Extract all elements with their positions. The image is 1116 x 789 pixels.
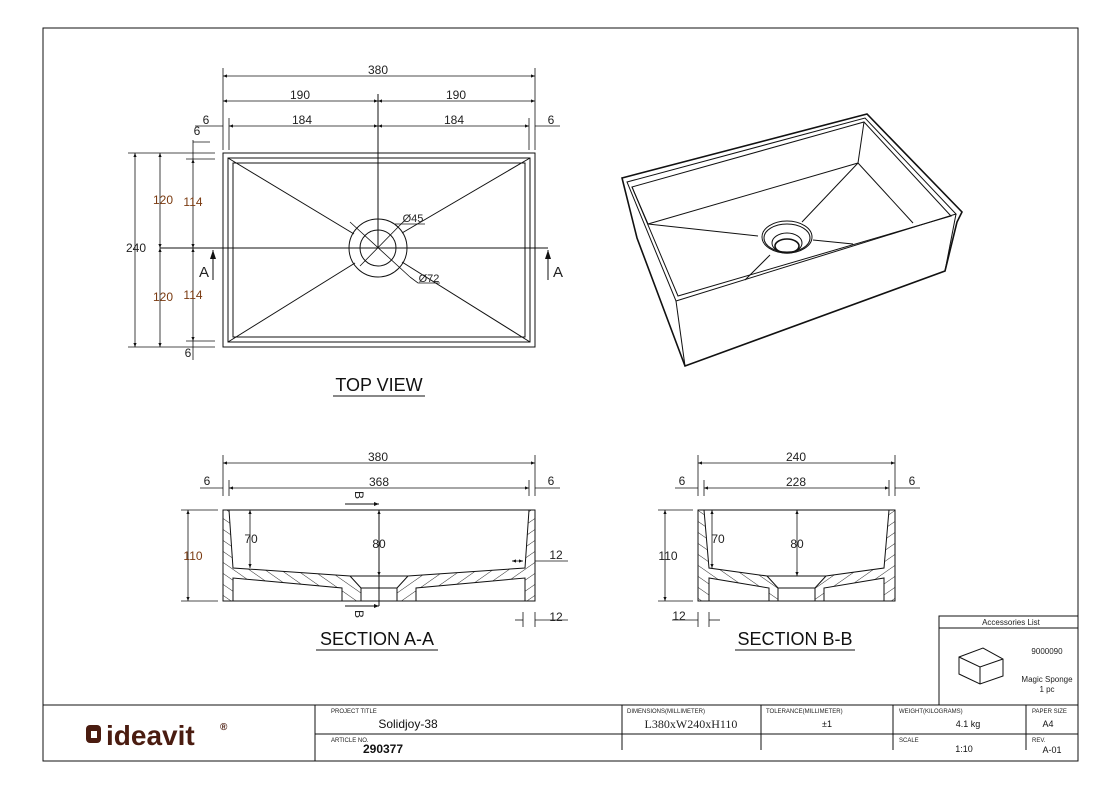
dim-240: 240 [126, 241, 146, 255]
dim-6-top: 6 [194, 124, 201, 138]
iso-drain-inner [774, 238, 800, 254]
bb-dim-6-right: 6 [909, 474, 916, 488]
accessories-header: Accessories List [982, 618, 1041, 627]
project-title: Solidjoy-38 [378, 717, 438, 731]
revision-value: A-01 [1042, 745, 1061, 755]
sponge-icon [958, 647, 1004, 685]
aa-dim-6-left: 6 [204, 474, 211, 488]
dimension-lines [128, 68, 920, 627]
dim-6-left: 6 [203, 113, 210, 127]
aa-dim-110: 110 [183, 549, 202, 563]
dim-190-left: 190 [290, 88, 310, 102]
article-label: ARTICLE NO. [331, 738, 369, 744]
scale-label: SCALE [899, 738, 919, 744]
bb-dim-80: 80 [790, 537, 804, 551]
section-a-a [222, 502, 536, 608]
bb-dim-240: 240 [786, 450, 806, 464]
tolerance-label: TOLERANCE(MILLIMETER) [766, 709, 843, 715]
aa-dim-6-right: 6 [548, 474, 555, 488]
dim-120-top: 120 [153, 193, 173, 207]
revision-label: REV. [1032, 738, 1046, 744]
tolerance-value: ±1 [822, 719, 832, 729]
dim-6-bottom: 6 [185, 346, 192, 360]
dim-diameter-45: Ø45 [403, 213, 424, 225]
aa-dim-12-wall: 12 [549, 610, 563, 624]
article-number: 290377 [363, 742, 403, 756]
paper-size-value: A4 [1042, 719, 1053, 729]
dim-190-right: 190 [446, 88, 466, 102]
title-block: ideavit ® [43, 704, 1078, 761]
svg-text:ideavit: ideavit [106, 720, 195, 751]
bb-dim-6-left: 6 [679, 474, 686, 488]
section-marker-b-bottom: B [352, 610, 366, 618]
bb-dim-70: 70 [711, 532, 725, 546]
dim-6-right: 6 [548, 113, 555, 127]
accessory-name: Magic Sponge [1021, 675, 1073, 684]
project-title-label: PROJECT TITLE [331, 709, 377, 715]
bb-dim-228: 228 [786, 475, 806, 489]
dim-114-bottom: 114 [183, 288, 202, 302]
accessory-qty: 1 pc [1039, 685, 1054, 694]
section-bb-title: SECTION B-B [737, 629, 852, 649]
bb-dim-110: 110 [658, 549, 677, 563]
aa-dim-70: 70 [244, 532, 258, 546]
dim-120-bottom: 120 [153, 290, 173, 304]
aa-dim-80: 80 [372, 537, 386, 551]
section-aa-title: SECTION A-A [320, 629, 434, 649]
accessory-code: 9000090 [1031, 647, 1063, 656]
weight-label: WEIGHT(KILOGRAMS) [899, 709, 963, 715]
dim-380: 380 [368, 63, 388, 77]
iso-drain-outer [761, 220, 813, 254]
section-b-b [697, 509, 896, 602]
isometric-view [621, 113, 963, 368]
section-marker-b-top: B [352, 491, 366, 499]
section-marker-a-left: A [199, 264, 209, 281]
weight-value: 4.1 kg [956, 719, 981, 729]
drawing-frame [42, 27, 1079, 762]
top-view-title: TOP VIEW [335, 375, 422, 395]
scale-value: 1:10 [955, 744, 973, 754]
dim-184-left: 184 [292, 113, 312, 127]
dimensions-label: DIMENSIONS(MILLIMETER) [627, 709, 705, 715]
ideavit-logo: ideavit ® [86, 720, 228, 751]
basin-outline [222, 152, 536, 348]
dimensions-value: L380xW240xH110 [645, 717, 738, 731]
paper-size-label: PAPER SIZE [1032, 709, 1067, 715]
dim-184-right: 184 [444, 113, 464, 127]
svg-text:®: ® [220, 722, 228, 733]
bb-dim-12-wall: 12 [672, 609, 686, 623]
section-marker-a-right: A [553, 264, 563, 281]
accessories-list [938, 615, 1079, 706]
aa-dim-12-floor: 12 [549, 548, 563, 562]
aa-dim-368: 368 [369, 475, 389, 489]
dim-diameter-72: Ø72 [419, 273, 440, 285]
top-view [160, 94, 551, 348]
aa-dim-380: 380 [368, 450, 388, 464]
dim-114-top: 114 [183, 195, 202, 209]
